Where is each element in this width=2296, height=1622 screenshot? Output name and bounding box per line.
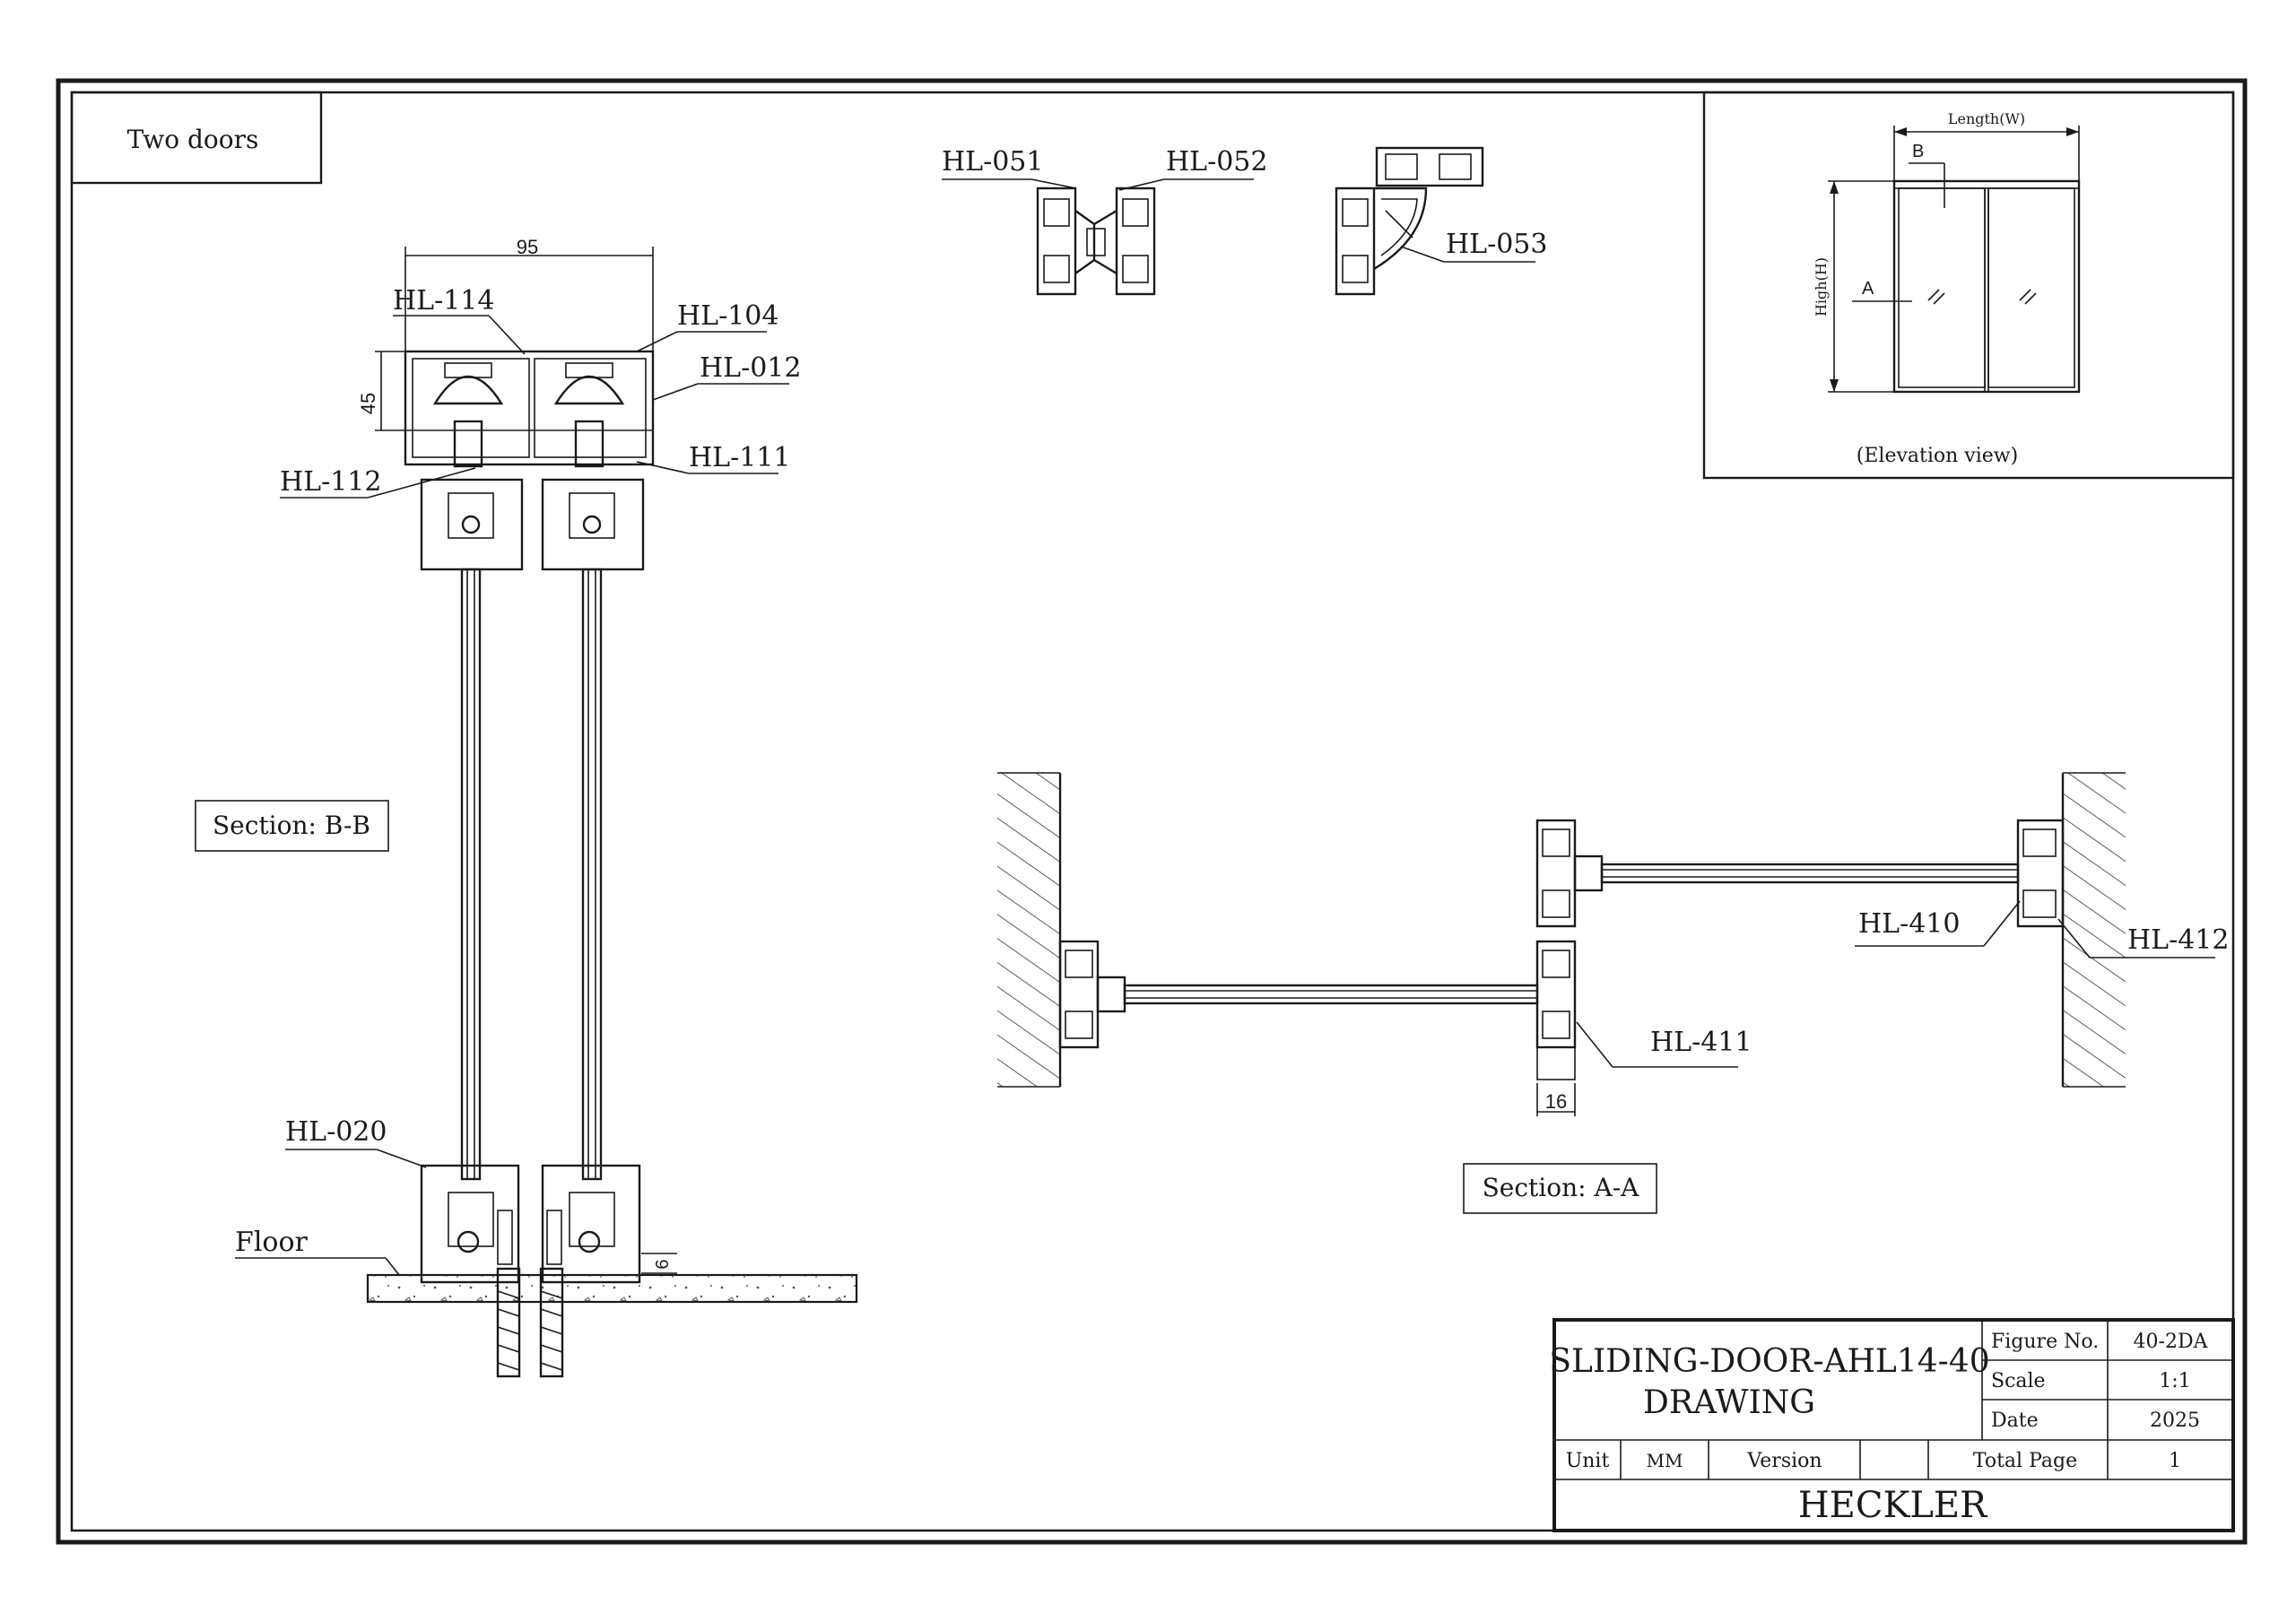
section-bb-label: Section: B-B <box>213 811 370 840</box>
scale-value: 1:1 <box>2159 1370 2190 1392</box>
profile-labels: HL-051 HL-052 HL-053 <box>942 146 1547 263</box>
figure-no-value: 40-2DA <box>2134 1331 2209 1353</box>
section-aa-label: Section: A-A <box>1483 1173 1640 1202</box>
dimension-45: 45 <box>357 393 379 414</box>
part-hl-052: HL-052 <box>1166 146 1267 178</box>
part-hl-020: HL-020 <box>285 1116 387 1148</box>
total-page-value: 1 <box>2169 1450 2181 1472</box>
part-hl-112: HL-112 <box>280 466 381 498</box>
elevation-marker-a: A <box>1862 279 1874 299</box>
left-wall <box>997 773 1060 1087</box>
section-bb-drawing: 95 45 <box>357 236 858 1378</box>
inner-frame <box>70 91 2235 1532</box>
title-label-box: Two doors <box>70 91 323 185</box>
part-hl-012: HL-012 <box>700 352 801 384</box>
floor-slab <box>366 1273 858 1304</box>
elevation-view-label: (Elevation view) <box>1857 445 2018 467</box>
dimension-16: 16 <box>1545 1090 1567 1113</box>
part-hl-111: HL-111 <box>689 442 790 473</box>
part-hl-410: HL-410 <box>1858 908 1960 940</box>
elevation-high-label: High(H) <box>1813 257 1830 317</box>
unit-label: Unit <box>1566 1450 1610 1472</box>
total-page-label: Total Page <box>1973 1450 2077 1472</box>
title-label: Two doors <box>127 125 259 154</box>
profile-details <box>1036 146 1484 296</box>
dimension-6: 6 <box>653 1259 673 1269</box>
elevation-marker-b: B <box>1912 142 1924 161</box>
company-name: HECKLER <box>1798 1485 1988 1526</box>
elevation-length-label: Length(W) <box>1948 110 2025 127</box>
right-wall <box>2063 773 2126 1087</box>
date-label: Date <box>1991 1409 2039 1432</box>
elevation-view: Length(W) High(H) A B (Elevation view) <box>1702 91 2235 480</box>
part-hl-411: HL-411 <box>1650 1027 1752 1058</box>
date-value: 2025 <box>2150 1409 2200 1432</box>
unit-value: MM <box>1647 1450 1683 1471</box>
section-aa-labels: HL-410 HL-412 HL-411 Section: A-A <box>1463 900 2229 1214</box>
dimension-95: 95 <box>517 236 538 258</box>
title-block: SLIDING-DOOR-AHL14-40 DRAWING Figure No.… <box>1549 1318 2235 1532</box>
drawing-title-line2: DRAWING <box>1643 1384 1815 1421</box>
figure-no-label: Figure No. <box>1991 1331 2099 1353</box>
part-hl-053: HL-053 <box>1446 229 1547 260</box>
section-bb-labels: HL-114 HL-104 HL-012 HL-111 HL-112 HL-02… <box>195 285 801 1276</box>
part-hl-412: HL-412 <box>2127 924 2229 956</box>
floor-label: Floor <box>235 1227 309 1258</box>
section-aa-drawing: 16 <box>997 772 2126 1116</box>
version-label: Version <box>1746 1450 1822 1472</box>
scale-label: Scale <box>1991 1370 2046 1392</box>
part-hl-104: HL-104 <box>677 300 778 332</box>
drawing-title-line1: SLIDING-DOOR-AHL14-40 <box>1549 1343 1989 1380</box>
part-hl-051: HL-051 <box>942 146 1043 178</box>
part-hl-114: HL-114 <box>393 285 494 317</box>
outer-frame <box>56 78 2248 1545</box>
